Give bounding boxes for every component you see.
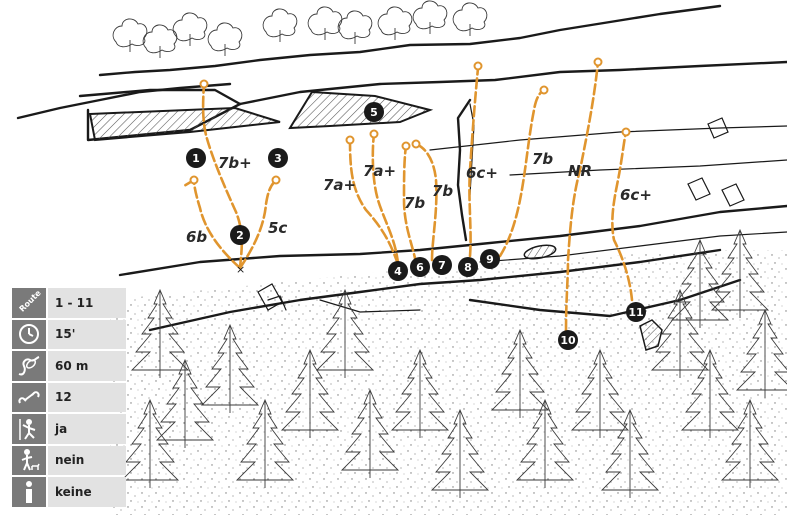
route-marker-6[interactable]: 6: [410, 257, 430, 277]
svg-text:10: 10: [560, 334, 576, 347]
svg-text:8: 8: [464, 261, 472, 274]
approach-time: 15': [48, 319, 126, 349]
route-markers: 1 2 3 4 5 6 7 8 9 10 11: [186, 102, 646, 350]
route-5-line: [371, 132, 400, 266]
info-row-routes: Route 1 - 11: [12, 288, 126, 318]
info-row-info: keine: [12, 477, 126, 507]
route-4-line: [348, 138, 400, 266]
info-note: keine: [48, 477, 126, 507]
svg-text:4: 4: [394, 265, 402, 278]
route-lines: [182, 60, 634, 332]
route-9-line: [498, 88, 546, 258]
clock-icon: [12, 319, 46, 349]
route-7-line: [414, 142, 438, 262]
info-row-approach: 15': [12, 319, 126, 349]
svg-text:Route: Route: [18, 288, 44, 314]
svg-text:2: 2: [236, 229, 244, 242]
grade-route-4: 7a+: [323, 176, 356, 194]
route-10-line: [564, 60, 600, 332]
grade-route-2: 7b+: [218, 154, 252, 172]
svg-text:11: 11: [628, 306, 643, 319]
grade-route-8: 6c+: [466, 164, 498, 182]
info-row-rope: 60 m: [12, 351, 126, 381]
route-tag-icon: Route: [12, 288, 46, 318]
svg-text:9: 9: [486, 253, 494, 266]
rope-length: 60 m: [48, 351, 126, 381]
route-grades: 6b 7b+ 5c 7a+ 7a+ 7b 7b 6c+ 7b NR 6c+: [186, 150, 652, 246]
person-with-dog-icon: [12, 445, 46, 475]
route-anchors: [189, 57, 631, 185]
svg-text:1: 1: [192, 152, 200, 165]
info-row-kids: ja: [12, 414, 126, 444]
quickdraw-count: 12: [48, 382, 126, 412]
info-row-dogs: nein: [12, 445, 126, 475]
grade-route-1: 6b: [186, 228, 207, 246]
route-3-line: [238, 178, 278, 270]
crag-info-panel: Route 1 - 11 15' 60 m: [12, 288, 126, 509]
route-marker-2[interactable]: 2: [230, 225, 250, 245]
svg-text:5: 5: [370, 106, 378, 119]
roof-overhang-center: [288, 90, 434, 130]
grade-route-11: 6c+: [620, 186, 652, 204]
child-climber-icon: [12, 414, 46, 444]
route-marker-3[interactable]: 3: [268, 148, 288, 168]
grade-route-7: 7b: [432, 182, 453, 200]
route-count: 1 - 11: [48, 288, 126, 318]
grade-route-6: 7b: [404, 194, 425, 212]
start-mark: ×: [236, 263, 245, 276]
bushes-top: [112, 0, 488, 59]
grade-route-5: 7a+: [363, 162, 396, 180]
rope-icon: [12, 351, 46, 381]
grade-route-3: 5c: [268, 219, 287, 237]
route-marker-7[interactable]: 7: [432, 255, 452, 275]
route-marker-8[interactable]: 8: [458, 257, 478, 277]
dog-friendly: nein: [48, 445, 126, 475]
route-8-line: [468, 66, 480, 258]
boulders: [257, 117, 745, 351]
route-marker-11[interactable]: 11: [626, 302, 646, 322]
grade-route-9: 7b: [532, 150, 553, 168]
route-marker-5[interactable]: 5: [364, 102, 384, 122]
scree-ground: [110, 250, 787, 515]
route-marker-10[interactable]: 10: [558, 330, 578, 350]
route-marker-4[interactable]: 4: [388, 261, 408, 281]
svg-text:6: 6: [416, 261, 424, 274]
svg-text:3: 3: [274, 152, 282, 165]
info-icon: [12, 477, 46, 507]
route-marker-9[interactable]: 9: [480, 249, 500, 269]
grade-route-10: NR: [568, 162, 592, 180]
route-11-line: [611, 130, 634, 302]
svg-text:7: 7: [438, 259, 446, 272]
roof-overhang-left: [88, 106, 281, 142]
info-row-quickdraws: 12: [12, 382, 126, 412]
quickdraw-icon: [12, 382, 46, 412]
route-marker-1[interactable]: 1: [186, 148, 206, 168]
route-1-line: [192, 178, 242, 270]
kids-friendly: ja: [48, 414, 126, 444]
route-6-line: [402, 144, 418, 266]
